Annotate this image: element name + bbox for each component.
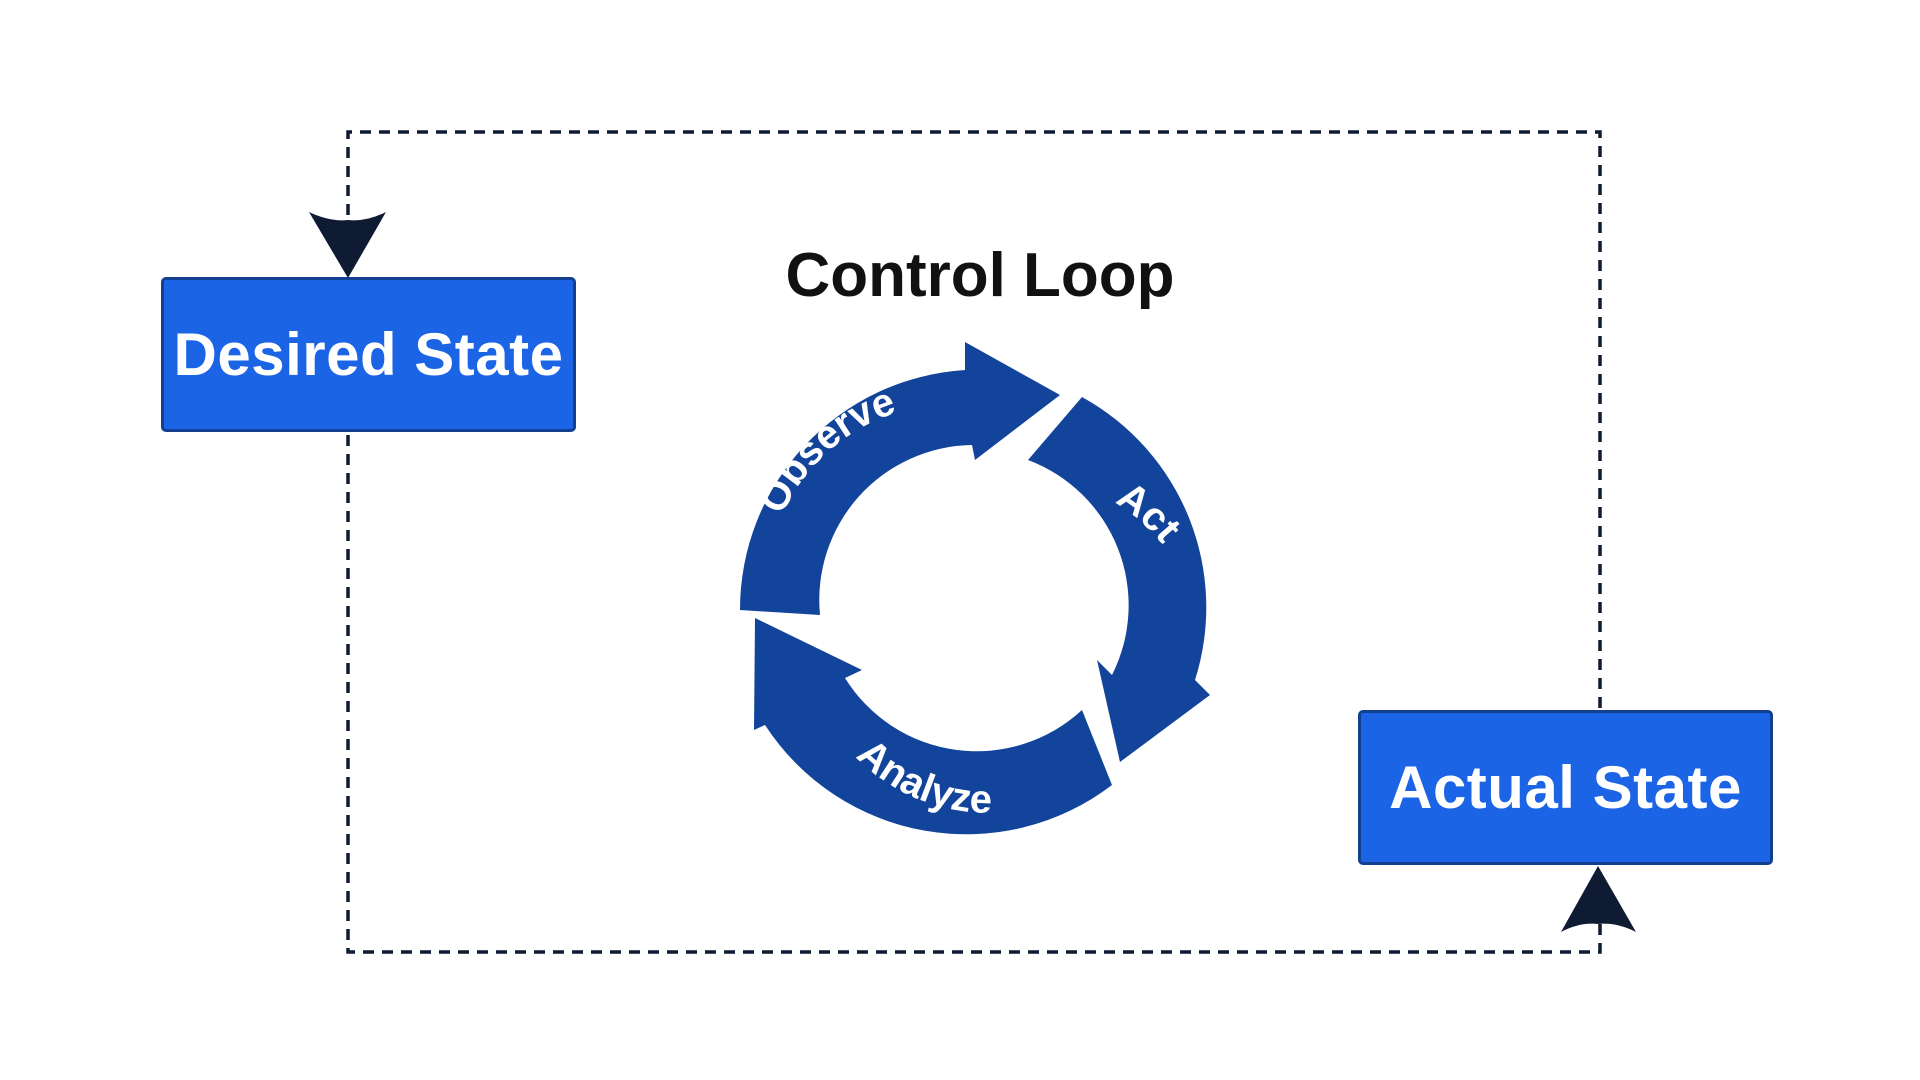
cycle-graphic (739, 342, 1210, 835)
act-arrow (1028, 397, 1210, 762)
actual-state-label: Actual State (1389, 754, 1742, 821)
feedback-loop-line-top (346, 130, 1602, 708)
arrowhead-up-icon (1561, 866, 1636, 932)
desired-state-box: Desired State (161, 277, 576, 432)
feedback-loop-line (346, 435, 1602, 954)
analyze-arrow (754, 618, 1112, 835)
diagram-title: Control Loop (785, 241, 1175, 310)
desired-state-label: Desired State (173, 321, 564, 388)
observe-arrow (739, 342, 1060, 615)
arrowhead-down-icon (309, 212, 386, 278)
actual-state-box: Actual State (1358, 710, 1773, 865)
